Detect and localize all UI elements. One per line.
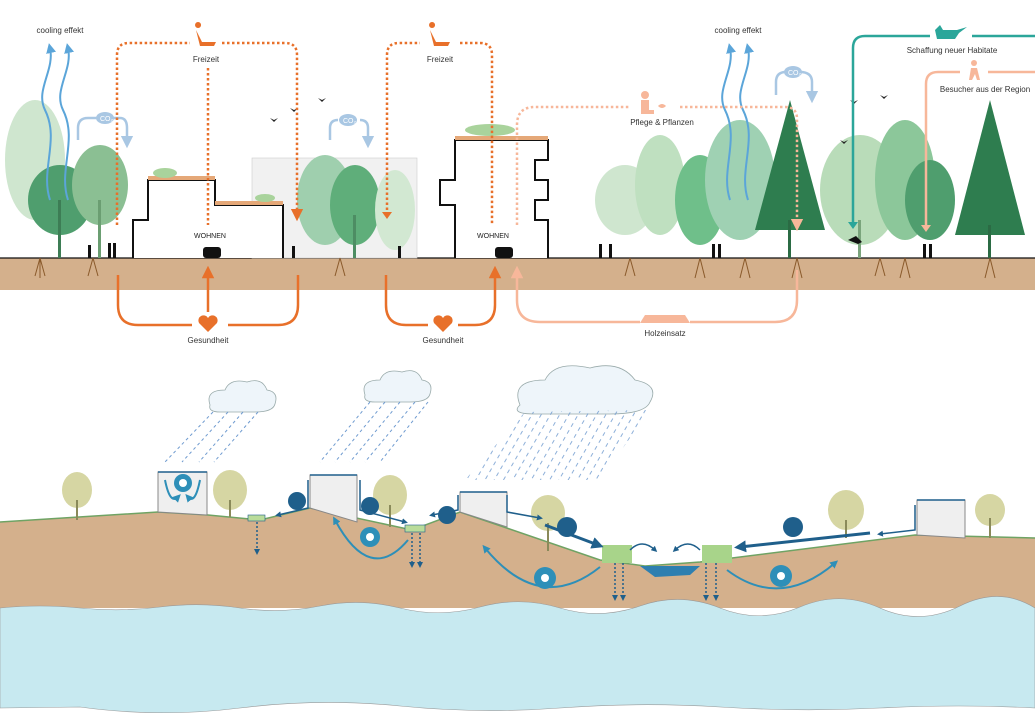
gardener-icon [641, 91, 666, 114]
soil-bottom [0, 508, 1035, 608]
water-retention-icon [174, 474, 792, 589]
building-2 [439, 124, 549, 258]
freizeit-label-1: Freizeit [193, 55, 220, 64]
people [88, 243, 932, 258]
heart-rate-icon [198, 315, 218, 332]
freizeit-label-2: Freizeit [427, 55, 454, 64]
habitate-label: Schaffung neuer Habitate [907, 46, 998, 55]
wohnen-label-2: WOHNEN [477, 233, 509, 240]
runoff-icon [288, 492, 803, 537]
pond-icon [640, 566, 700, 577]
gesundheit-loop-2 [384, 265, 502, 327]
gesundheit-loop-1 [116, 265, 300, 327]
co2-cloud-icon [784, 66, 802, 78]
co2-loop-mid: CO₂ [328, 114, 368, 142]
cooling-label-right: cooling effekt [715, 26, 763, 35]
co2-cloud-icon [96, 112, 114, 124]
pflege-label: Pflege & Pflanzen [630, 118, 694, 127]
co2-label: CO₂ [100, 116, 114, 123]
sofa-icon [203, 247, 221, 258]
cooling-label-left: cooling effekt [37, 26, 85, 35]
heavy-rain [465, 410, 650, 480]
wood-stack-icon [640, 315, 690, 323]
runoff-arrows [275, 480, 916, 553]
besucher-label: Besucher aus der Region [940, 85, 1030, 94]
cooling-arrows-left [41, 43, 74, 201]
gesundheit-label-2: Gesundheit [423, 336, 465, 345]
lounger-icon [195, 22, 216, 46]
heart-rate-icon [433, 315, 453, 332]
co2-cloud-icon [339, 114, 357, 126]
freizeit-loop-2 [385, 41, 494, 225]
top-section: CO₂ CO₂ CO₂ Freizeit Freizeit [0, 22, 1035, 345]
trees-left [5, 100, 128, 258]
roots [34, 257, 996, 279]
rain-icon [164, 401, 429, 463]
holzeinsatz-label: Holzeinsatz [644, 329, 685, 338]
wohnen-label-1: WOHNEN [194, 233, 226, 240]
trees-mid [297, 155, 415, 258]
arrow-head [848, 222, 858, 229]
co2-loop-left: CO₂ [76, 112, 127, 142]
co2-loop-right: CO₂ [774, 66, 812, 97]
roof-gutters [158, 471, 965, 501]
fox-icon [935, 25, 967, 39]
cloud-icon [208, 365, 654, 415]
pflege-loop [515, 105, 804, 232]
bottom-section [0, 365, 1035, 714]
arrow-head [382, 212, 392, 219]
gesundheit-label-1: Gesundheit [188, 336, 230, 345]
cooling-arrows-right [721, 43, 754, 201]
arrow-head [921, 225, 931, 232]
walking-person-icon [969, 60, 980, 80]
besucher-loop [924, 70, 1035, 228]
freizeit-loop-1 [115, 41, 304, 225]
small-trees [62, 470, 1005, 551]
habitate-loop [851, 34, 1035, 225]
co2-label: CO₂ [343, 118, 357, 125]
deer-icon [848, 236, 862, 244]
groundwater [0, 596, 1035, 714]
holzeinsatz-loop [510, 265, 799, 324]
lounger-icon [429, 22, 450, 46]
infiltration-arrows [254, 522, 719, 601]
sofa-icon [495, 247, 513, 258]
retention-buildings [157, 471, 966, 539]
co2-label: CO₂ [788, 70, 802, 77]
forest-right [595, 100, 1025, 258]
swale-icon [247, 514, 732, 563]
